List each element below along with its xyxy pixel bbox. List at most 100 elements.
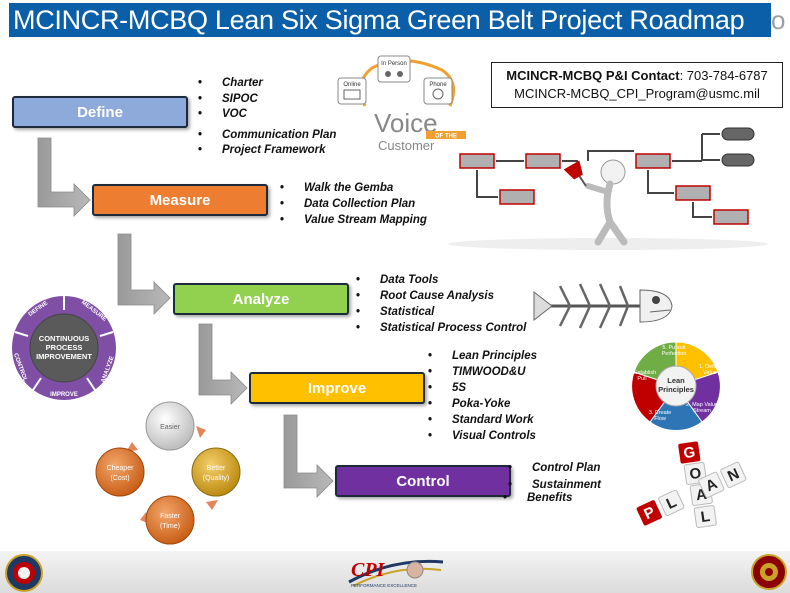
- letter-block: P: [636, 500, 662, 526]
- svg-text:Phone: Phone: [429, 82, 447, 88]
- list-item: Value Stream Mapping: [280, 212, 427, 228]
- phase-measure: Measure: [92, 184, 268, 216]
- phase-control: Control: [335, 465, 511, 497]
- list-item: TIMWOOD&U: [428, 364, 537, 380]
- svg-text:In Person: In Person: [381, 61, 407, 67]
- analyze-deliverables: Data Tools Root Cause Analysis Statistic…: [356, 272, 526, 336]
- marine-corps-seal-icon: [751, 554, 787, 590]
- process-terminal: [721, 153, 755, 167]
- svg-text:(Time): (Time): [160, 523, 180, 530]
- cycle-node-cheaper: Cheaper (Cost): [95, 447, 145, 497]
- svg-text:(Quality): (Quality): [203, 475, 229, 482]
- phase-improve: Improve: [249, 372, 425, 404]
- letter-block: N: [720, 461, 747, 488]
- cpi-hub: [29, 313, 99, 383]
- process-step-box: [713, 209, 749, 225]
- svg-text:Faster: Faster: [160, 513, 181, 520]
- navy-seal-icon: [5, 554, 43, 592]
- svg-text:Pull: Pull: [637, 376, 646, 382]
- svg-text:Flow: Flow: [654, 416, 666, 422]
- svg-text:Lean: Lean: [667, 376, 685, 385]
- arrow-define-measure: [37, 137, 91, 217]
- list-item: SIPOC: [198, 92, 336, 108]
- list-item: Sustainment: [508, 477, 601, 493]
- svg-text:1. Define: 1. Define: [699, 364, 721, 370]
- svg-text:PROCESS: PROCESS: [46, 343, 83, 352]
- letter-block: G: [678, 441, 701, 464]
- stick-figure: [563, 159, 628, 246]
- svg-text:3. Create: 3. Create: [649, 410, 672, 416]
- cycle-node-better: Better (Quality): [191, 447, 241, 497]
- process-step-box: [675, 185, 711, 201]
- svg-text:PERFORMANCE EXCELLENCE: PERFORMANCE EXCELLENCE: [351, 583, 417, 588]
- control-deliverables: Control Plan Sustainment Benefits: [503, 460, 601, 506]
- of-the-word: OF THE: [435, 134, 457, 140]
- list-item: Charter: [198, 76, 336, 92]
- list-item: Walk the Gemba: [280, 180, 427, 196]
- voice-of-customer-graphic: Online In Person Phone Voice OF THE Cust…: [337, 55, 466, 153]
- goal-plan-blocks: G O A L P L A N: [636, 441, 747, 529]
- measure-deliverables: Walk the Gemba Data Collection Plan Valu…: [280, 180, 427, 228]
- svg-text:Stream: Stream: [693, 408, 711, 414]
- red-marker: [563, 160, 583, 180]
- svg-text:IMPROVE: IMPROVE: [50, 392, 78, 398]
- list-item: VOC: [198, 107, 336, 123]
- svg-text:CONTINUOUS: CONTINUOUS: [39, 334, 89, 343]
- phase-analyze: Analyze: [173, 283, 349, 315]
- process-step-box: [635, 153, 671, 169]
- quality-cycle: Easier Better (Quality) Faster (Time) Ch…: [95, 401, 241, 545]
- list-item: Data Tools: [356, 272, 526, 288]
- list-item: Statistical Process Control: [356, 320, 526, 336]
- svg-text:Cheaper: Cheaper: [107, 465, 135, 472]
- lean-step-3: [649, 385, 703, 431]
- contact-box: MCINCR-MCBQ P&I Contact: 703-784-6787 MC…: [491, 62, 783, 108]
- process-map-illustration: [448, 127, 768, 250]
- letter-block: L: [693, 504, 717, 529]
- arrow-improve-control: [283, 414, 334, 498]
- svg-text:Better: Better: [207, 465, 226, 472]
- process-step-box: [525, 153, 561, 169]
- svg-text:Perfection: Perfection: [662, 351, 687, 357]
- contact-label: MCINCR-MCBQ P&I Contact: [506, 68, 680, 83]
- letter-block: A: [698, 471, 725, 498]
- phone-icon: Phone: [423, 77, 453, 105]
- arrow-analyze-improve: [198, 323, 248, 405]
- letter-block: L: [658, 489, 685, 516]
- define-deliverables: Charter SIPOC VOC Communication Plan Pro…: [198, 76, 336, 159]
- process-step-box: [459, 153, 495, 169]
- list-item: Poka-Yoke: [428, 396, 537, 412]
- online-icon: Online: [337, 77, 367, 105]
- svg-text:5. Pursuit: 5. Pursuit: [662, 345, 686, 351]
- of-the-banner: [426, 131, 466, 139]
- svg-text:4. Establish: 4. Establish: [628, 370, 656, 376]
- list-item: Project Framework: [198, 143, 336, 159]
- list-item: Root Cause Analysis: [356, 288, 526, 304]
- cycle-node-faster: Faster (Time): [145, 495, 195, 545]
- svg-text:O: O: [688, 465, 702, 484]
- list-item: Benefits: [503, 490, 601, 506]
- cycle-node-easier: Easier: [145, 401, 195, 451]
- contact-line: MCINCR-MCBQ P&I Contact: 703-784-6787: [492, 67, 782, 85]
- contact-phone: : 703-784-6787: [679, 68, 768, 83]
- arrow-measure-analyze: [117, 233, 171, 315]
- list-item: Data Collection Plan: [280, 196, 427, 212]
- list-item: Communication Plan: [198, 128, 336, 144]
- svg-text:IMPROVEMENT: IMPROVEMENT: [36, 352, 92, 361]
- svg-text:(Cost): (Cost): [110, 475, 129, 482]
- in-person-icon: In Person: [377, 55, 411, 83]
- svg-text:L: L: [700, 508, 711, 526]
- svg-text:Easier: Easier: [160, 424, 181, 431]
- lean-principles-wheel: Lean Principles 5. Pursuit Perfection 1.…: [628, 341, 721, 431]
- svg-text:Value: Value: [703, 370, 717, 376]
- svg-text:CPI: CPI: [351, 559, 386, 581]
- fishbone-diagram: [533, 283, 673, 329]
- process-step-box: [499, 189, 535, 205]
- svg-text:Online: Online: [343, 82, 361, 88]
- process-terminal: [721, 127, 755, 141]
- list-item: Lean Principles: [428, 348, 537, 364]
- page-title: MCINCR-MCBQ Lean Six Sigma Green Belt Pr…: [9, 3, 771, 37]
- list-item: Control Plan: [508, 460, 601, 476]
- list-item: Standard Work: [428, 412, 537, 428]
- svg-text:G: G: [682, 444, 696, 462]
